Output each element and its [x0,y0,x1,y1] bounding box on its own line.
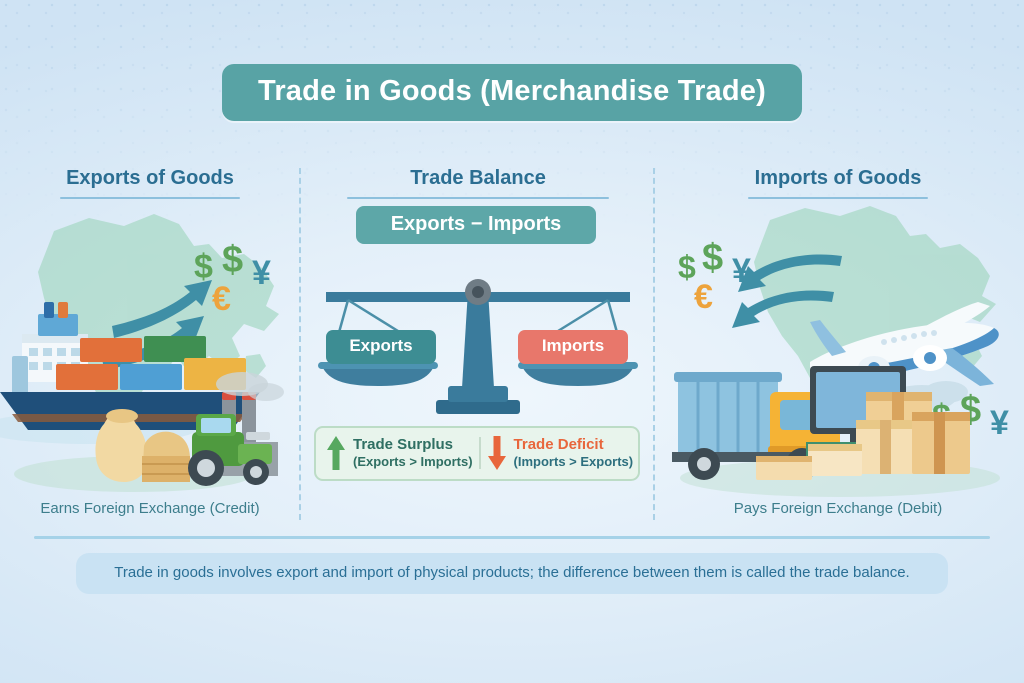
heading-underline [60,197,240,199]
euro-symbol: € [212,280,231,318]
funnel [58,302,68,318]
column-heading-balance-label: Trade Balance [410,167,546,189]
scale-pan-left [318,362,438,386]
footer-banner: Trade in goods involves export and impor… [76,553,948,595]
surplus-deficit-box: Trade Surplus (Exports > Imports) Trade … [314,426,640,481]
grain-bale [142,431,190,482]
column-heading-imports-label: Imports of Goods [754,167,922,189]
surplus-deficit-divider [478,437,481,469]
column-heading-balance: Trade Balance [340,168,616,199]
imports-caption: Pays Foreign Exchange (Debit) [733,500,943,517]
dollar-symbol: $ [678,249,696,285]
trade-deficit-title: Trade Deficit [513,436,604,454]
euro-symbol: € [694,278,713,316]
up-arrow-icon [327,436,345,470]
funnel [44,302,54,318]
formula-pill: Exports − Imports [356,206,596,244]
balance-scale: Exports Imports [318,258,638,418]
cargo-ship [0,302,260,430]
trade-deficit-subtitle: (Imports > Exports) [513,454,634,470]
scale-tag-exports-label: Exports [349,336,413,355]
column-heading-imports: Imports of Goods [700,168,976,199]
exports-caption: Earns Foreign Exchange (Credit) [40,500,260,517]
dollar-symbol: $ [222,239,243,281]
page-title: Trade in Goods (Merchandise Trade) [258,75,766,107]
down-arrow-icon [487,436,506,470]
formula-label: Exports − Imports [390,213,562,235]
imports-illustration: $ $ ¥ € $ $ ¥ € [660,206,1024,506]
currency-symbols-group: $ $ ¥ € [194,239,271,318]
column-heading-exports: Exports of Goods [18,168,282,199]
column-divider-left [299,168,301,520]
dollar-symbol: $ [194,248,213,286]
footer-separator [34,536,990,539]
container [56,364,118,390]
scale-base [436,400,520,414]
dollar-symbol: $ [702,237,723,279]
container [80,338,142,362]
cardboard-boxes [756,392,970,480]
container [120,364,182,390]
title-banner: Trade in Goods (Merchandise Trade) [222,64,802,121]
scale-pan-right [518,362,638,386]
scale-tag-imports: Imports [518,330,628,364]
trade-surplus-subtitle: (Exports > Imports) [353,454,473,470]
scale-tag-exports: Exports [326,330,436,364]
yen-symbol: ¥ [252,254,271,292]
currency-symbols-left: $ $ ¥ € [678,237,751,316]
scale-column [462,290,494,388]
trade-surplus-item: Trade Surplus (Exports > Imports) [324,435,475,471]
grain-sacks [95,409,148,482]
yen-symbol: ¥ [732,252,751,290]
container [144,336,206,362]
trade-surplus-title: Trade Surplus [353,436,454,454]
exports-illustration: $ $ ¥ € [0,206,294,506]
truck-container [678,376,778,458]
column-divider-right [653,168,655,520]
tractor [188,414,272,486]
scale-tag-imports-label: Imports [541,336,605,355]
yen-symbol: ¥ [990,404,1009,442]
trade-deficit-item: Trade Deficit (Imports > Exports) [485,435,636,471]
heading-underline [748,197,928,199]
heading-underline [347,197,609,199]
column-heading-exports-label: Exports of Goods [66,167,234,189]
inbound-arrows [732,254,842,328]
footer-summary-text: Trade in goods involves export and impor… [114,564,910,581]
